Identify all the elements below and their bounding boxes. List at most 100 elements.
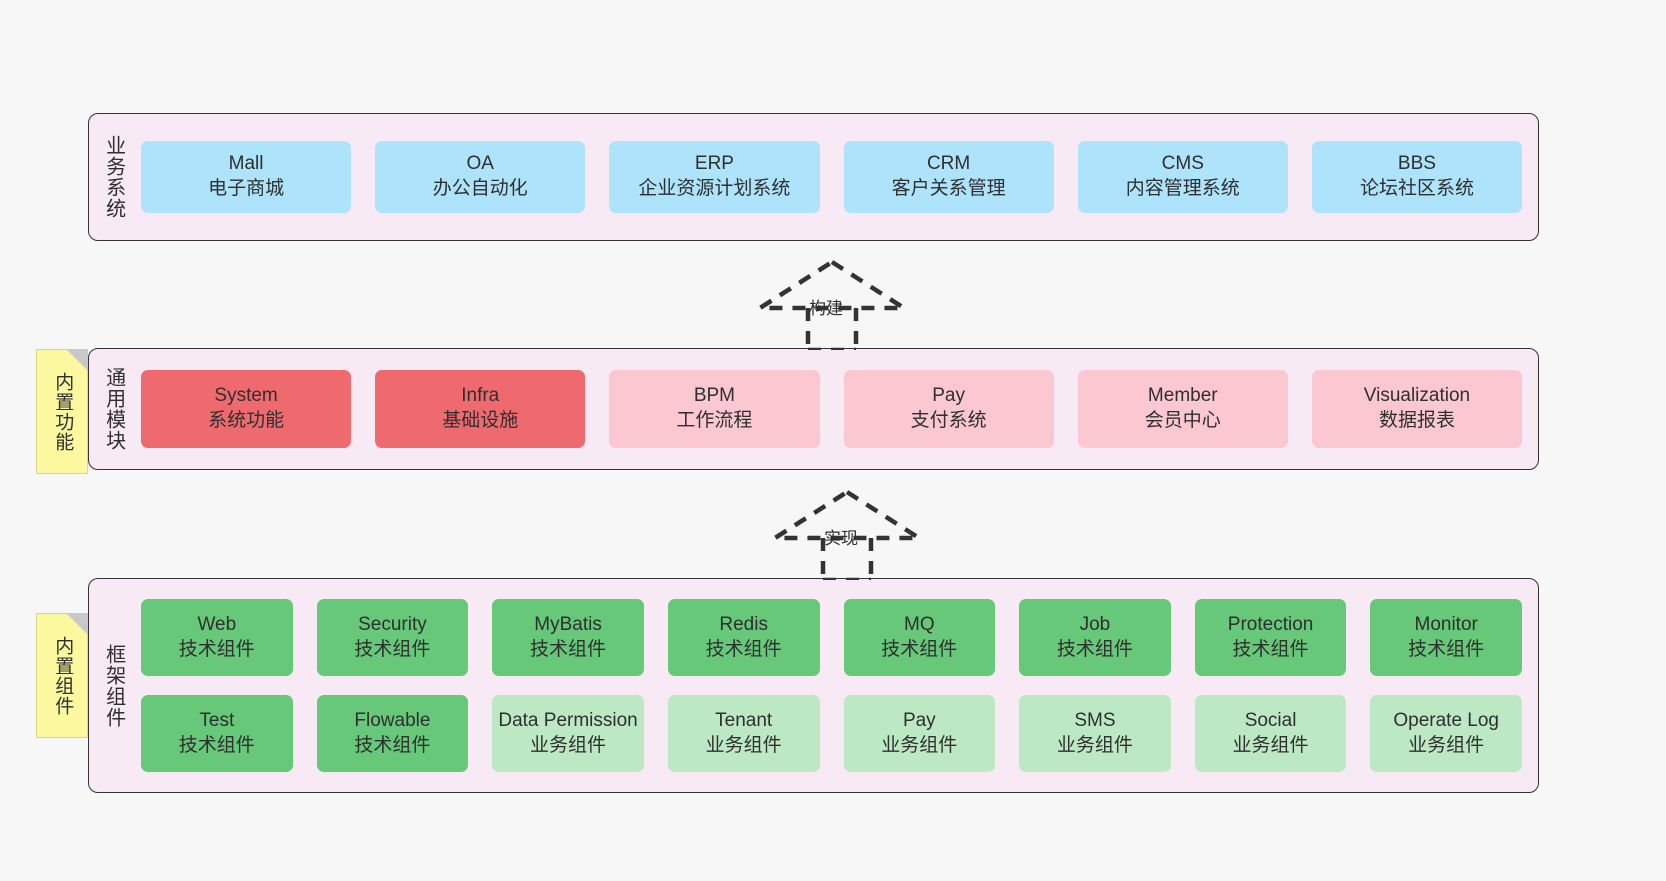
node-sms[interactable]: SMS 业务组件 [1019,695,1171,772]
node-visualization-subtitle: 数据报表 [1378,410,1455,431]
node-bbs-subtitle: 论坛社区系统 [1359,178,1474,199]
note-builtin-components-text: 内置组件 [52,635,74,716]
node-infra-subtitle: 基础设施 [442,410,519,431]
node-flowable[interactable]: Flowable 技术组件 [316,695,469,772]
node-monitor-subtitle: 技术组件 [1408,638,1485,660]
node-data-permission-title: Data Permission [498,709,638,731]
node-security-title: Security [358,613,427,635]
node-flowable-subtitle: 技术组件 [354,734,431,756]
node-crm[interactable]: CRM 客户关系管理 [843,141,1054,213]
node-flowable-title: Flowable [354,709,431,731]
connector-build-label: 构建 [809,299,843,318]
node-infra[interactable]: Infra 基础设施 [375,370,586,448]
layer-common-modules-body: System 系统功能 Infra 基础设施 BPM 工作流程 Pay 支付系统… [137,349,1538,469]
node-member-title: Member [1147,385,1218,407]
node-monitor-title: Monitor [1414,613,1478,635]
node-bpm-subtitle: 工作流程 [676,410,753,431]
node-job[interactable]: Job 技术组件 [1019,599,1171,676]
layer-framework-components-row-tech: Web 技术组件 Security 技术组件 MyBatis 技术组件 Redi… [141,599,1522,676]
node-erp-title: ERP [694,153,734,175]
note-builtin-functions-text: 内置功能 [52,371,74,452]
node-tenant[interactable]: Tenant 业务组件 [667,695,820,772]
node-mall-title: Mall [228,153,264,175]
node-oa-title: OA [466,153,494,175]
node-member[interactable]: Member 会员中心 [1077,370,1288,448]
node-redis-title: Redis [719,613,768,635]
node-protection-subtitle: 技术组件 [1232,638,1309,660]
node-bpm-title: BPM [693,385,736,407]
node-test[interactable]: Test 技术组件 [141,695,293,772]
node-erp-subtitle: 企业资源计划系统 [638,178,791,199]
node-bpm[interactable]: BPM 工作流程 [609,370,820,448]
node-cms[interactable]: CMS 内容管理系统 [1077,141,1288,213]
node-mall-subtitle: 电子商城 [208,178,285,199]
node-oa[interactable]: OA 办公自动化 [375,141,586,213]
node-pay-module[interactable]: Pay 支付系统 [843,370,1054,448]
node-social-title: Social [1244,709,1297,731]
node-tenant-subtitle: 业务组件 [705,734,782,756]
node-mybatis[interactable]: MyBatis 技术组件 [492,599,644,676]
node-mq[interactable]: MQ 技术组件 [843,599,996,676]
layer-business-systems-body: Mall 电子商城 OA 办公自动化 ERP 企业资源计划系统 CRM 客户关系… [137,114,1538,240]
node-web-subtitle: 技术组件 [178,638,255,660]
layer-common-modules-title: 通用模块 [102,367,125,451]
node-pay-component[interactable]: Pay 业务组件 [843,695,996,772]
node-operate-log[interactable]: Operate Log 业务组件 [1370,695,1522,772]
node-protection[interactable]: Protection 技术组件 [1194,599,1347,676]
layer-common-modules-row: System 系统功能 Infra 基础设施 BPM 工作流程 Pay 支付系统… [141,370,1523,448]
node-security-subtitle: 技术组件 [354,638,431,660]
node-data-permission[interactable]: Data Permission 业务组件 [492,695,644,772]
node-cms-title: CMS [1161,153,1204,175]
node-mybatis-subtitle: 技术组件 [530,638,607,660]
layer-framework-components-body: Web 技术组件 Security 技术组件 MyBatis 技术组件 Redi… [137,579,1538,792]
layer-common-modules: 通用模块 System 系统功能 Infra 基础设施 BPM 工作流程 Pay… [88,348,1539,470]
node-pay-module-subtitle: 支付系统 [910,410,987,431]
note-fold-icon [66,349,88,371]
node-security[interactable]: Security 技术组件 [316,599,469,676]
layer-business-systems: 业务系统 Mall 电子商城 OA 办公自动化 ERP 企业资源计划系统 CRM… [88,113,1539,241]
node-social-subtitle: 业务组件 [1232,734,1309,756]
node-bbs[interactable]: BBS 论坛社区系统 [1311,141,1523,213]
layer-framework-components-title: 框架组件 [102,643,125,728]
layer-framework-components: 框架组件 Web 技术组件 Security 技术组件 MyBatis 技术组件… [88,578,1539,793]
node-job-title: Job [1079,613,1111,635]
node-job-subtitle: 技术组件 [1056,638,1133,660]
node-mq-subtitle: 技术组件 [881,638,958,660]
note-builtin-functions: 内置功能 [36,349,88,474]
connector-implement-label: 实现 [824,529,858,548]
connector-build: 构建 [752,258,912,353]
connector-implement: 实现 [767,488,927,583]
node-redis-subtitle: 技术组件 [705,638,782,660]
note-fold-icon [66,613,88,635]
node-mybatis-title: MyBatis [534,613,602,635]
node-erp[interactable]: ERP 企业资源计划系统 [609,141,820,213]
node-oa-subtitle: 办公自动化 [432,178,528,199]
node-pay-component-subtitle: 业务组件 [881,734,958,756]
node-visualization-title: Visualization [1363,385,1471,407]
node-crm-title: CRM [926,153,971,175]
node-member-subtitle: 会员中心 [1144,410,1221,431]
node-system-title: System [214,385,278,407]
node-web-title: Web [197,613,237,635]
node-pay-component-title: Pay [902,709,936,731]
node-redis[interactable]: Redis 技术组件 [667,599,820,676]
node-sms-title: SMS [1074,709,1116,731]
node-social[interactable]: Social 业务组件 [1194,695,1347,772]
layer-business-systems-row: Mall 电子商城 OA 办公自动化 ERP 企业资源计划系统 CRM 客户关系… [141,141,1523,213]
note-builtin-components: 内置组件 [36,613,88,738]
node-web[interactable]: Web 技术组件 [141,599,293,676]
node-test-title: Test [199,709,235,731]
node-operate-log-subtitle: 业务组件 [1408,734,1485,756]
layer-framework-components-row-business: Test 技术组件 Flowable 技术组件 Data Permission … [141,695,1522,772]
node-crm-subtitle: 客户关系管理 [891,178,1006,199]
node-tenant-title: Tenant [715,709,773,731]
node-monitor[interactable]: Monitor 技术组件 [1370,599,1522,676]
node-system[interactable]: System 系统功能 [141,370,352,448]
node-protection-title: Protection [1227,613,1314,635]
node-mall[interactable]: Mall 电子商城 [141,141,352,213]
layer-business-systems-title: 业务系统 [102,135,125,219]
node-test-subtitle: 技术组件 [178,734,255,756]
node-infra-title: Infra [461,385,500,407]
node-visualization[interactable]: Visualization 数据报表 [1311,370,1523,448]
